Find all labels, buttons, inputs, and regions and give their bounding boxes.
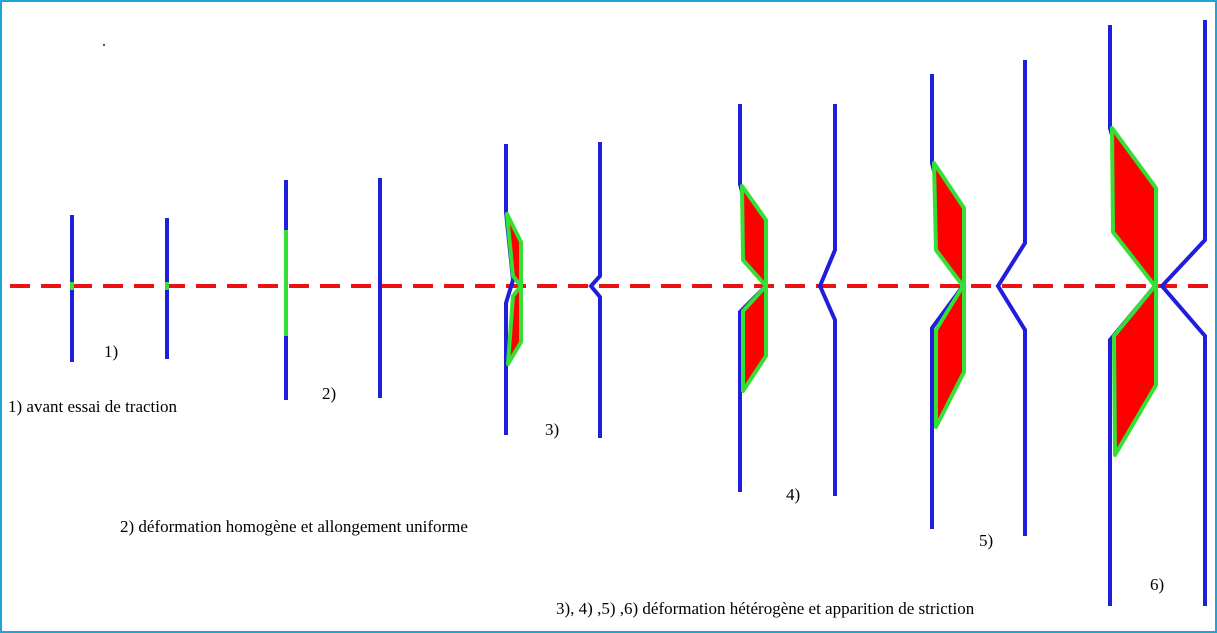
stage-2-specimen (284, 178, 382, 400)
stage-1-specimen (70, 215, 169, 362)
stray-dot (103, 44, 105, 46)
stage-3-label: 3) (545, 420, 559, 439)
stage-1-label: 1) (104, 342, 118, 361)
caption-before-test: 1) avant essai de traction (8, 397, 177, 416)
stage-6-label: 6) (1150, 575, 1164, 594)
stage-5-specimen (930, 60, 1027, 536)
stage-2-label: 2) (322, 384, 336, 403)
stage-6-specimen (1108, 20, 1207, 606)
caption-homogeneous: 2) déformation homogène et allongement u… (120, 517, 468, 536)
stage-3-specimen (504, 142, 602, 438)
caption-necking: 3), 4) ,5) ,6) déformation hétérogène et… (556, 599, 975, 618)
stage-4-specimen (738, 104, 837, 496)
stage-5-label: 5) (979, 531, 993, 550)
stage-4-label: 4) (786, 485, 800, 504)
